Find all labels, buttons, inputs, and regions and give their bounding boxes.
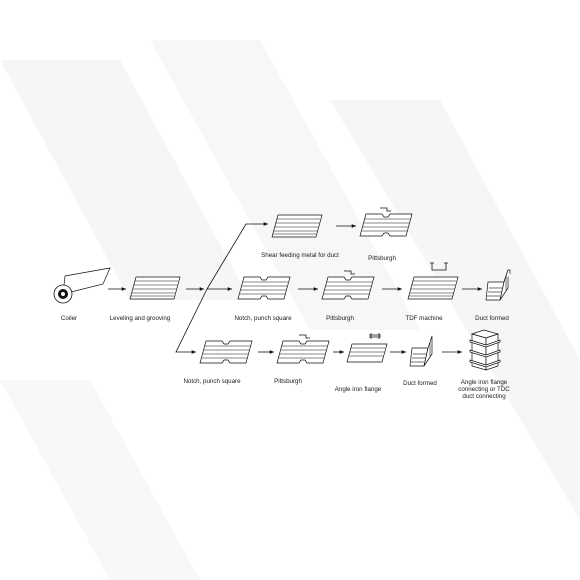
label-shear: Shear feeding metal for duct	[261, 252, 339, 259]
label-duct-formed-mid: Duct formed	[475, 315, 509, 322]
pittsburgh-bottom-icon	[276, 334, 330, 364]
tdf-machine-icon	[407, 262, 459, 300]
label-final-line3: duct connecting	[462, 393, 506, 400]
duct-formed-mid-icon	[485, 269, 511, 301]
label-notch-bottom: Notch, punch square	[183, 378, 241, 385]
connected-duct-icon	[469, 329, 501, 371]
branch-bottom-arrow	[175, 288, 208, 354]
label-pittsburgh-top: Pittsburgh	[368, 255, 396, 262]
label-tdf-machine: TDF machine	[405, 315, 443, 322]
label-duct-formed-bottom: Duct formed	[403, 380, 437, 387]
coiler-icon	[53, 267, 111, 304]
angle-iron-flange-icon	[346, 333, 388, 363]
label-leveling: Leveling and grooving	[110, 315, 171, 322]
label-final-line2: connecting or TDC	[458, 386, 510, 393]
label-pittsburgh-mid: Pittsburgh	[326, 315, 354, 322]
leveling-sheet-icon	[129, 276, 181, 300]
label-angle-iron-flange: Angle iron flange	[335, 386, 382, 393]
duct-formed-bottom-icon	[409, 335, 433, 367]
label-notch-mid: Notch, punch square	[234, 315, 292, 322]
notch-mid-sheet-icon	[237, 276, 291, 300]
label-final-line1: Angle iron flange	[461, 379, 508, 386]
label-pittsburgh-bottom: Pittsburgh	[274, 378, 302, 385]
branch-top-arrow	[206, 222, 268, 290]
pittsburgh-top-icon	[359, 207, 413, 237]
notch-bottom-sheet-icon	[199, 340, 253, 364]
shear-sheet-icon	[271, 214, 323, 238]
pittsburgh-mid-icon	[321, 270, 375, 300]
label-coiler: Coiler	[61, 315, 77, 322]
